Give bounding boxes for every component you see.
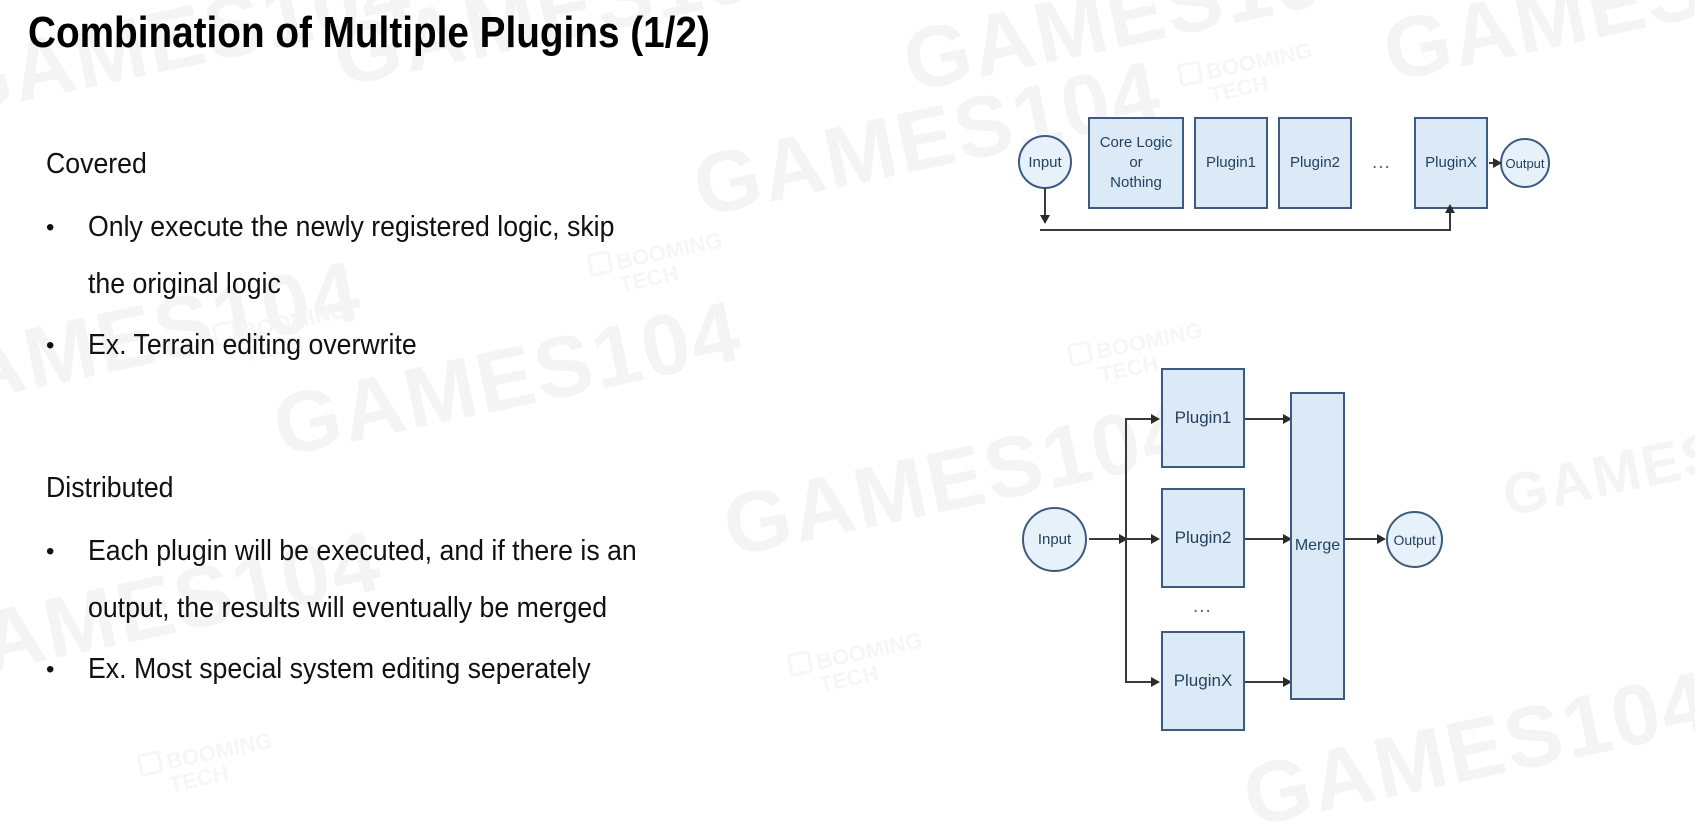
watermark-brand: GAMES104 — [1496, 397, 1695, 530]
node-plugin1: Plugin1 — [1194, 117, 1268, 209]
node-merge: Merge — [1290, 392, 1345, 700]
connector-bus-plugin2 — [1125, 538, 1155, 540]
watermark-brand: GAMES104 — [895, 0, 1380, 111]
node-plugin1: Plugin1 — [1161, 368, 1245, 468]
node-plugin2: Plugin2 — [1161, 488, 1245, 588]
node-input: Input — [1022, 507, 1087, 572]
bullet-marker: • — [46, 538, 55, 565]
connector-pluginx-output — [1489, 162, 1495, 164]
list-item: • Ex. Terrain editing overwrite — [46, 317, 886, 374]
bullet-marker: • — [46, 656, 55, 683]
bullet-marker: • — [46, 332, 55, 359]
arrowhead-right-icon — [1151, 534, 1160, 544]
section-spacer — [46, 378, 886, 472]
diagram-covered-pipeline: Input Core Logic or Nothing Plugin1 Plug… — [1000, 100, 1695, 260]
connector-merge-output — [1345, 538, 1381, 540]
page-title: Combination of Multiple Plugins (1/2) — [28, 8, 710, 57]
arrowhead-right-icon — [1151, 677, 1160, 687]
section-heading-distributed: Distributed — [46, 472, 174, 504]
arrowhead-right-icon — [1493, 158, 1502, 168]
arrowhead-down-icon — [1040, 215, 1050, 224]
node-plugin2: Plugin2 — [1278, 117, 1352, 209]
connector-plugin1-merge — [1245, 418, 1287, 420]
connector-input-down — [1044, 188, 1046, 222]
arrowhead-up-icon — [1445, 204, 1455, 213]
connector-bus-plugin1 — [1125, 418, 1155, 420]
list-item: • Ex. Most special system editing sepera… — [46, 641, 886, 698]
list-item-text: Ex. Terrain editing overwrite — [88, 329, 417, 361]
watermark-company: BOOMING TECH — [136, 726, 279, 801]
list-item-text: Only execute the newly registered logic,… — [88, 211, 615, 300]
node-core-logic: Core Logic or Nothing — [1088, 117, 1184, 209]
booming-mark-icon — [1176, 59, 1204, 88]
node-input: Input — [1018, 135, 1072, 189]
node-pluginx: PluginX — [1161, 631, 1245, 731]
list-item: • Each plugin will be executed, and if t… — [46, 523, 886, 637]
booming-mark-icon — [136, 749, 164, 778]
connector-bypass-horizontal — [1040, 229, 1451, 231]
arrowhead-right-icon — [1283, 677, 1292, 687]
bullet-marker: • — [46, 214, 55, 241]
arrowhead-right-icon — [1151, 414, 1160, 424]
watermark-brand: GAMES104 — [1375, 0, 1695, 101]
node-output: Output — [1386, 511, 1443, 568]
section-heading-covered: Covered — [46, 148, 147, 180]
list-item-text: Each plugin will be executed, and if the… — [88, 535, 637, 624]
connector-pluginx-merge — [1245, 681, 1287, 683]
list-item-text: Ex. Most special system editing seperate… — [88, 653, 591, 685]
diagram-distributed-pipeline: Input Plugin1 Plugin2 ... PluginX Merge … — [1000, 360, 1500, 760]
node-ellipsis: ... — [1193, 596, 1212, 617]
connector-distribution-bus — [1125, 418, 1127, 683]
connector-bypass-up — [1449, 212, 1451, 231]
node-ellipsis: ... — [1372, 152, 1391, 173]
arrowhead-right-icon — [1283, 534, 1292, 544]
connector-input-bus — [1089, 538, 1125, 540]
arrowhead-right-icon — [1377, 534, 1386, 544]
list-item: • Only execute the newly registered logi… — [46, 199, 886, 313]
node-pluginx: PluginX — [1414, 117, 1488, 209]
node-output: Output — [1500, 138, 1550, 188]
content-column: Covered • Only execute the newly registe… — [46, 148, 886, 702]
connector-bus-pluginx — [1125, 681, 1155, 683]
arrowhead-right-icon — [1119, 534, 1128, 544]
connector-plugin2-merge — [1245, 538, 1287, 540]
arrowhead-right-icon — [1283, 414, 1292, 424]
